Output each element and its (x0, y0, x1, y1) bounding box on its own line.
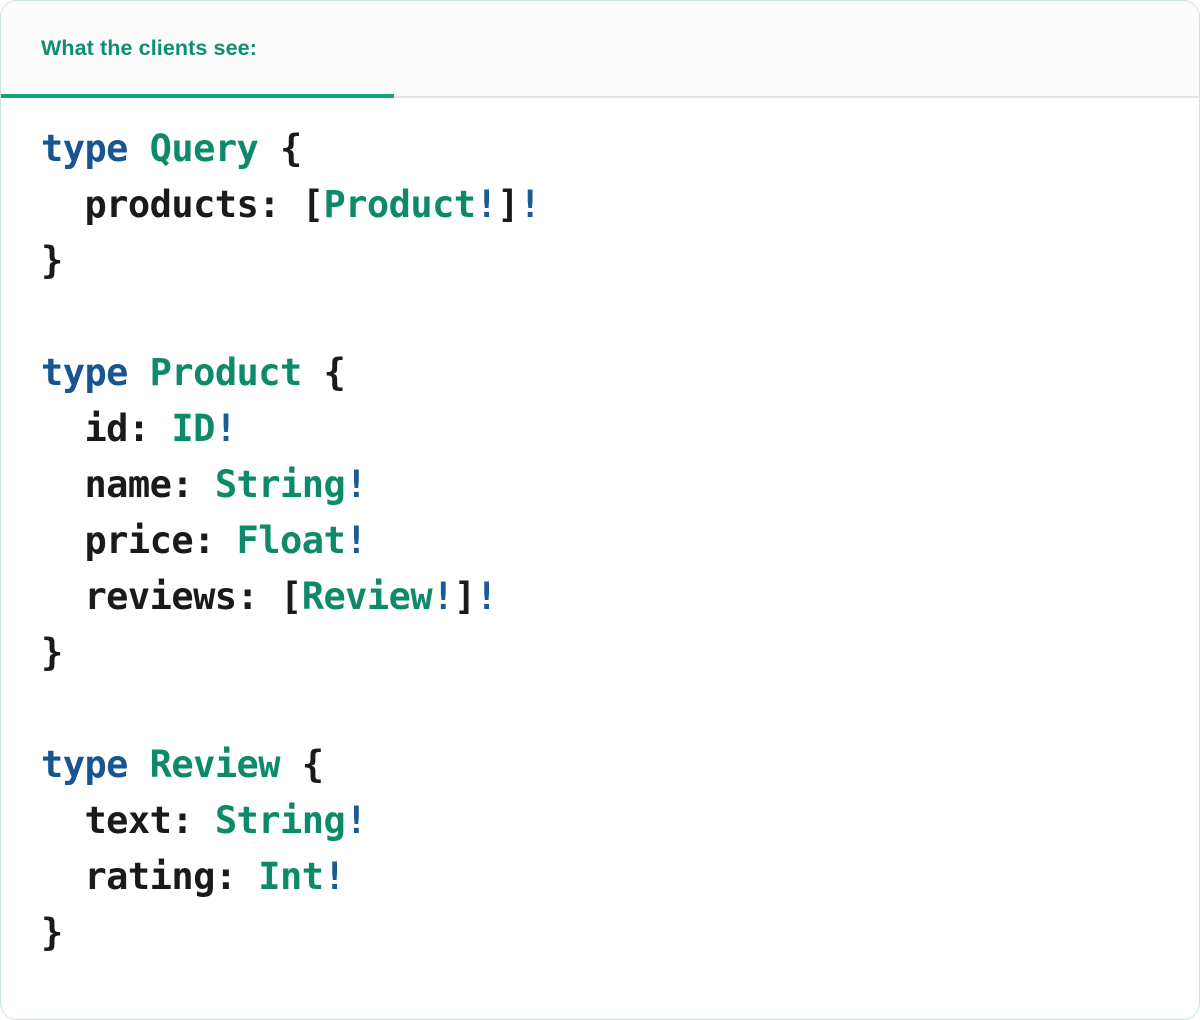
code-line: type Product { (41, 345, 1199, 401)
code-token-punct (150, 407, 172, 450)
code-line: type Review { (41, 737, 1199, 793)
code-token-punct: } (41, 911, 63, 954)
code-token-type: Float (236, 519, 346, 562)
code-line (41, 681, 1199, 737)
tab-bar: What the clients see: (1, 1, 1199, 98)
code-token-type: String (214, 799, 346, 842)
code-token-punct (193, 799, 215, 842)
code-token-type: String (214, 463, 346, 506)
code-token-bang: ! (475, 575, 498, 618)
code-token-field: id: (41, 407, 150, 450)
code-token-type: Product (149, 351, 303, 394)
code-line: } (41, 625, 1199, 681)
code-token-punct: { (258, 127, 302, 170)
code-token-bang: ! (432, 575, 454, 618)
code-token-type: Int (258, 855, 324, 898)
code-token-type: Review (301, 575, 433, 618)
code-token-bang: ! (475, 183, 498, 226)
code-line: products: [Product!]! (41, 177, 1199, 233)
code-token-type: Product (323, 183, 476, 226)
code-line: } (41, 905, 1199, 961)
code-token-field: price: (41, 519, 215, 562)
code-token-punct: } (41, 239, 63, 282)
code-line: id: ID! (41, 401, 1199, 457)
code-token-punct: [ (258, 575, 302, 618)
code-line: price: Float! (41, 513, 1199, 569)
code-token-punct: [ (280, 183, 324, 226)
code-token-punct: ] (497, 183, 520, 226)
code-token-punct (237, 855, 259, 898)
code-token-bang: ! (519, 183, 541, 226)
code-token-type: ID (171, 407, 215, 450)
code-line: name: String! (41, 457, 1199, 513)
code-token-field: rating: (41, 855, 237, 898)
code-token-field: products: (41, 183, 280, 226)
code-token-punct: } (41, 631, 63, 674)
code-viewer: type Query { products: [Product!]!} type… (1, 98, 1199, 961)
code-line (41, 289, 1199, 345)
code-line: type Query { (41, 121, 1199, 177)
code-token-punct: ] (453, 575, 476, 618)
code-token-punct: { (301, 351, 346, 394)
graphql-schema-code: type Query { products: [Product!]!} type… (41, 121, 1199, 961)
code-line: } (41, 233, 1199, 289)
code-token-bang: ! (345, 519, 367, 562)
code-token-punct (128, 127, 150, 170)
code-token-kw: type (41, 127, 128, 170)
code-line: text: String! (41, 793, 1199, 849)
tab-what-the-clients-see[interactable]: What the clients see: (1, 1, 394, 98)
code-token-bang: ! (345, 463, 367, 506)
code-token-punct: { (280, 743, 324, 786)
code-token-field: reviews: (41, 575, 259, 618)
code-root: type Query { products: [Product!]!} type… (41, 121, 1199, 961)
code-line: rating: Int! (41, 849, 1199, 905)
code-token-punct (128, 351, 150, 394)
code-token-kw: type (41, 351, 128, 394)
code-line: reviews: [Review!]! (41, 569, 1199, 625)
code-token-bang: ! (214, 407, 237, 450)
code-token-field: name: (41, 463, 194, 506)
code-token-type: Review (149, 743, 281, 786)
code-token-bang: ! (323, 855, 346, 898)
code-token-bang: ! (345, 799, 367, 842)
code-token-kw: type (41, 743, 128, 786)
code-token-type: Query (149, 127, 259, 170)
tab-label: What the clients see: (41, 36, 257, 60)
code-token-punct (193, 463, 215, 506)
code-token-field: text: (41, 799, 194, 842)
code-token-punct (128, 743, 150, 786)
code-token-punct (215, 519, 237, 562)
